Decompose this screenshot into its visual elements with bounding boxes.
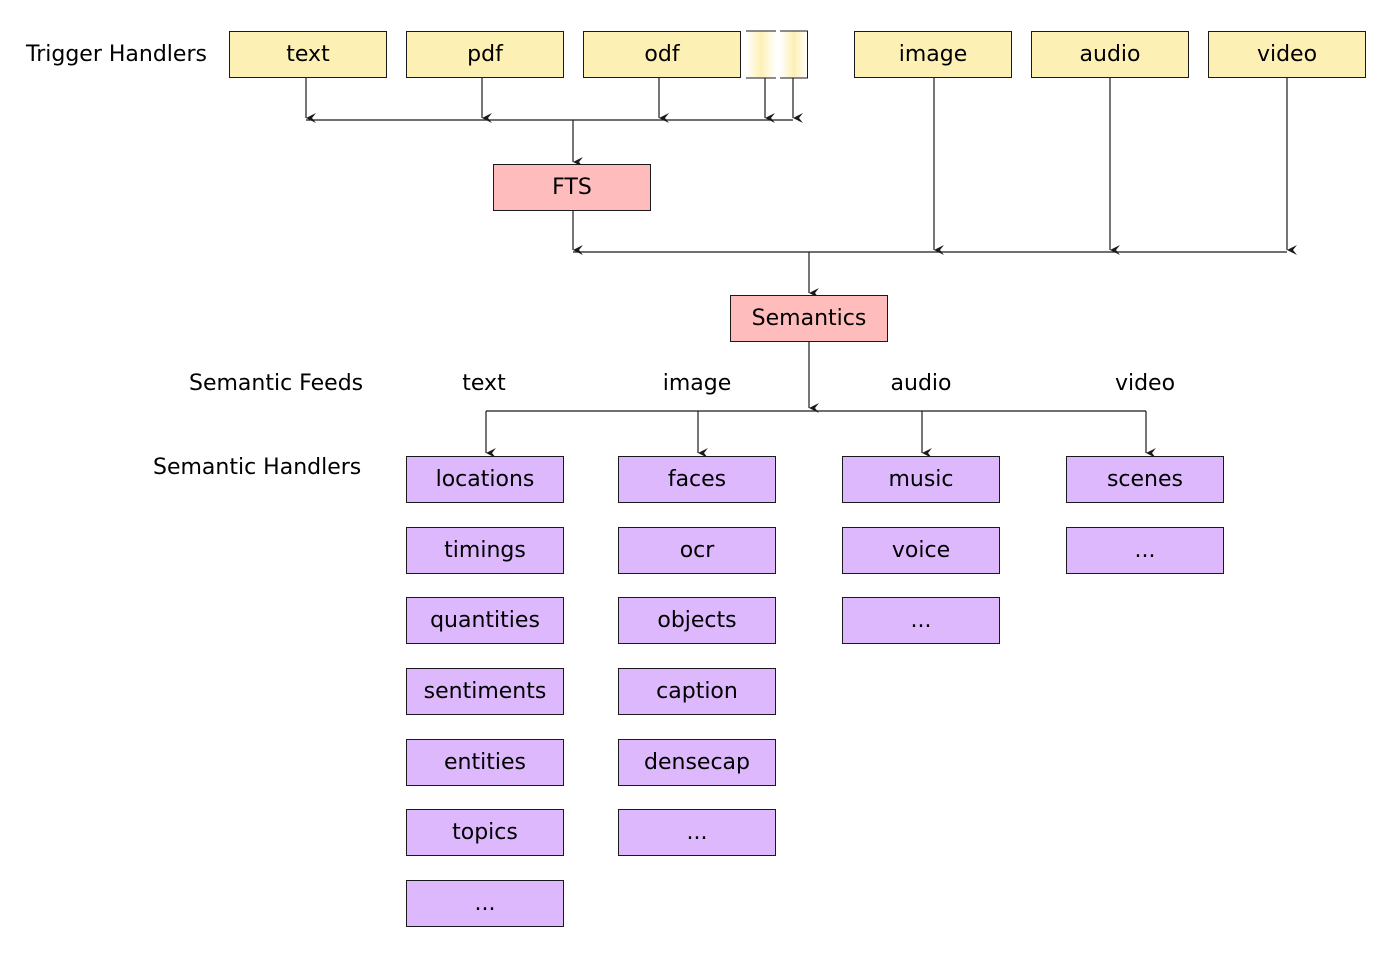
- trigger-pdf: pdf: [406, 31, 564, 78]
- handler-image-ocr: ocr: [618, 527, 776, 574]
- handler-audio-voice: voice: [842, 527, 1000, 574]
- extra-trigger-stub-2: [780, 31, 808, 78]
- semantics-box: Semantics: [730, 295, 888, 342]
- handler-image-objects: objects: [618, 597, 776, 644]
- handler-audio-more: ...: [842, 597, 1000, 644]
- trigger-image: image: [854, 31, 1012, 78]
- handler-audio-music: music: [842, 456, 1000, 503]
- handler-text-locations: locations: [406, 456, 564, 503]
- handler-text-sentiments: sentiments: [406, 668, 564, 715]
- feed-text: text: [462, 371, 506, 396]
- handler-image-caption: caption: [618, 668, 776, 715]
- handler-text-quantities: quantities: [406, 597, 564, 644]
- semantic-handlers-label: Semantic Handlers: [153, 455, 362, 480]
- handler-image-densecap: densecap: [618, 739, 776, 786]
- handler-video-scenes: scenes: [1066, 456, 1224, 503]
- handler-text-entities: entities: [406, 739, 564, 786]
- trigger-text: text: [229, 31, 387, 78]
- handler-text-timings: timings: [406, 527, 564, 574]
- semantic-feeds-label: Semantic Feeds: [189, 371, 364, 396]
- trigger-handlers-label: Trigger Handlers: [26, 42, 207, 67]
- handler-image-faces: faces: [618, 456, 776, 503]
- feed-audio: audio: [890, 371, 952, 396]
- handler-text-topics: topics: [406, 809, 564, 856]
- handler-image-more: ...: [618, 809, 776, 856]
- handler-text-more: ...: [406, 880, 564, 927]
- feed-image: image: [662, 371, 732, 396]
- trigger-odf: odf: [583, 31, 741, 78]
- trigger-audio: audio: [1031, 31, 1189, 78]
- fts-box: FTS: [493, 164, 651, 211]
- trigger-video: video: [1208, 31, 1366, 78]
- feed-video: video: [1114, 371, 1176, 396]
- handler-video-more: ...: [1066, 527, 1224, 574]
- extra-trigger-stub-1: [746, 31, 776, 78]
